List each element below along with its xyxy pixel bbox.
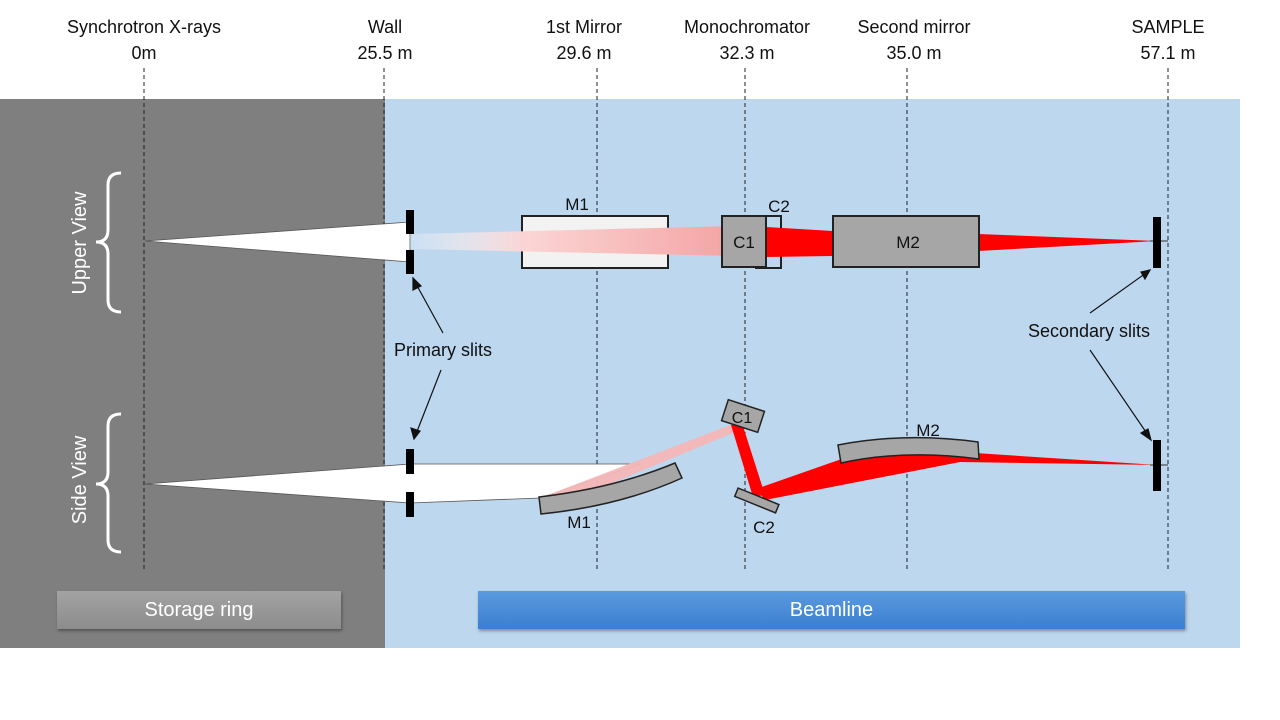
side-secondary-slit [1153,440,1161,491]
side-view-label: Side View [69,435,91,524]
upper-view-brace [95,171,122,314]
side-red-beam-across [756,452,1157,500]
station-name: Wall [367,17,403,37]
station-distance: 35.0 m [886,43,942,63]
station-distance: 29.6 m [556,43,612,63]
beamline-area [385,99,1240,648]
beamline-label: Beamline [789,598,874,621]
upper-c2-label: C2 [768,197,790,216]
side-m1-label: M1 [567,513,591,532]
station-name: 1st Mirror [546,17,622,37]
station-source: Synchrotron X-rays 0m [44,14,244,66]
side-c1-label: C1 [732,410,753,427]
storage-ring-area [0,99,385,648]
storage-ring-button: Storage ring [57,591,341,629]
side-red-beam-down [731,423,765,497]
upper-pink-beam [410,226,735,256]
station-name: Synchrotron X-rays [66,17,222,37]
station-name: Second mirror [857,17,971,37]
station-distance: 32.3 m [719,43,775,63]
side-mirror-m1 [538,462,684,515]
side-view-brace [95,412,122,554]
upper-red-beam [766,227,833,257]
upper-view-label: Upper View [69,191,91,295]
side-primary-slit-bottom [406,492,414,517]
upper-secondary-slit [1153,217,1161,268]
station-distance: 57.1 m [1140,43,1196,63]
station-name: SAMPLE [1131,17,1205,37]
side-mirror-m2 [837,436,980,464]
side-pink-beam [540,424,740,498]
station-mirror2: Second mirror 35.0 m [814,14,1014,66]
station-sample: SAMPLE 57.1 m [1068,14,1268,66]
side-m2-label: M2 [916,421,940,440]
station-monochromator: Monochromator 32.3 m [647,14,847,66]
station-mirror1: 1st Mirror 29.6 m [484,14,684,66]
station-wall: Wall 25.5 m [285,14,485,66]
upper-mirror-m2 [832,215,980,268]
upper-primary-slit-bottom [406,250,414,274]
side-primary-slit-top [406,449,414,474]
upper-c1-label: C1 [733,233,755,252]
upper-m2-label: M2 [896,233,920,252]
side-crystal-c2 [733,487,780,514]
secondary-slits-label: Secondary slits [1028,321,1150,341]
station-distance: 25.5 m [357,43,413,63]
side-c2-label: C2 [753,518,775,537]
station-distance: 0m [131,43,157,63]
primary-slits-label: Primary slits [394,340,492,360]
station-name: Monochromator [683,17,811,37]
upper-crystal-c1 [721,215,767,268]
side-crystal-c1 [720,398,766,434]
annotation-arrows [410,269,1153,442]
upper-m1-label: M1 [565,195,589,214]
upper-red-beam-to-sample [978,234,1157,251]
beamline-button: Beamline [478,591,1185,629]
storage-ring-label: Storage ring [144,598,254,621]
upper-primary-slit-top [406,210,414,234]
